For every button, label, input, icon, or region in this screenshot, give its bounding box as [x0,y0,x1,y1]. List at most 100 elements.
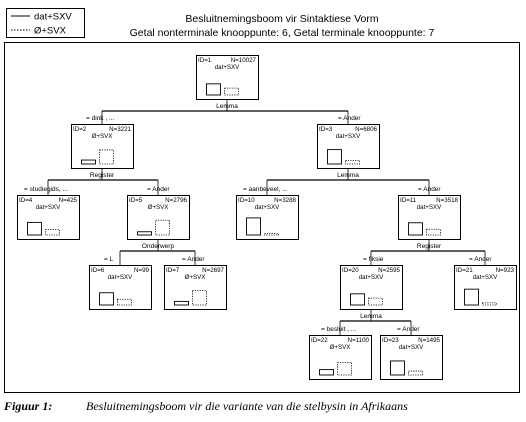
node-id: ID=1 [198,57,212,64]
node-count: N=3518 [436,197,458,204]
bar-dotted [426,228,441,236]
node-split-label: Register [417,243,442,250]
bar-solid [27,221,42,236]
bar-solid [174,300,189,306]
node-class: dat+SXV [255,204,280,211]
branch-label: = Ander [147,186,170,193]
bar-dotted [408,370,423,376]
figure-caption: Figuur 1: Besluitnemingsboom vir die vari… [4,399,408,414]
bar-solid [408,222,423,236]
branch-label: = Ander [469,256,492,263]
node-id: ID=10 [238,197,255,204]
node-count: N=2697 [202,267,224,274]
bar-solid [327,149,342,165]
node-class: dat+SXV [108,274,133,281]
legend-box [6,8,85,38]
node-class: Ø+SVX [148,204,169,211]
node-class: Ø+SVX [330,344,351,351]
node-count: N=425 [59,197,78,204]
legend-label-solid: dat+SXV [34,12,72,23]
bar-solid [99,292,114,306]
node-class: dat+SXV [399,344,424,351]
node-id: ID=23 [382,337,399,344]
node-split-label: Lemma [216,103,238,110]
node-class: Ø+SVX [92,133,113,140]
node-count: N=2796 [165,197,187,204]
node-count: N=1495 [418,337,440,344]
bar-solid [246,217,261,236]
node-class: dat+SXV [215,64,240,71]
bar-solid [319,369,334,376]
node-count: N=99 [134,267,150,274]
node-id: ID=22 [311,337,328,344]
bar-dotted [224,87,239,96]
bar-dotted [337,361,352,376]
node-id: ID=11 [400,197,417,204]
branch-label: = fiksie [363,256,384,263]
node-count: N=3288 [274,197,296,204]
node-count: N=1100 [348,337,370,344]
node-id: ID=4 [19,197,33,204]
node-id: ID=7 [166,267,180,274]
branch-label: = Ander [338,115,361,122]
legend: dat+SXV Ø+SVX [6,8,85,38]
bar-solid [81,159,96,165]
bar-dotted [99,149,114,165]
bar-solid [350,293,365,306]
node-box [309,335,372,380]
branch-label: = besluit , ... [321,326,356,333]
figure-caption-label: Figuur 1: [4,399,53,413]
bar-dotted [345,159,360,165]
node-id: ID=21 [456,267,473,274]
bar-solid [390,360,405,376]
node-id: ID=2 [73,126,87,133]
bar-solid [137,231,152,236]
diagram-title: Besluitnemingsboom vir Sintaktiese Vorm [185,13,378,25]
bar-dotted [45,229,60,236]
bar-dotted [264,233,279,236]
node-id: ID=20 [342,267,359,274]
tree-connectors [47,99,486,335]
branch-label: = dink , ... [86,115,115,122]
branch-label: = Ander [182,256,205,263]
node-split-label: Lemma [360,313,382,320]
node-split-label: Lemma [337,172,359,179]
node-count: N=10027 [231,57,257,64]
node-split-label: Onderwerp [142,243,175,250]
branch-label: = Ander [418,186,441,193]
figure-caption-text: Besluitnemingsboom vir die variante van … [86,399,408,413]
branch-label: = aanbeveel, ... [243,186,288,193]
node-count: N=3221 [109,126,131,133]
node-class: dat+SXV [359,274,384,281]
bar-dotted [482,302,497,306]
node-class: dat+SXV [473,274,498,281]
branch-label: = Ander [397,326,420,333]
node-id: ID=6 [91,267,105,274]
node-class: dat+SXV [336,133,361,140]
node-class: dat+SXV [417,204,442,211]
node-id: ID=5 [129,197,143,204]
node-class: Ø+SVX [185,274,206,281]
diagram-subtitle: Getal nonterminale knooppunte: 6, Getal … [130,27,435,39]
node-count: N=2595 [378,267,400,274]
node-count: N=6806 [355,126,377,133]
diagram-frame [4,42,520,393]
node-split-label: Register [90,172,115,179]
bar-solid [464,288,479,306]
node-class: dat+SXV [36,204,61,211]
